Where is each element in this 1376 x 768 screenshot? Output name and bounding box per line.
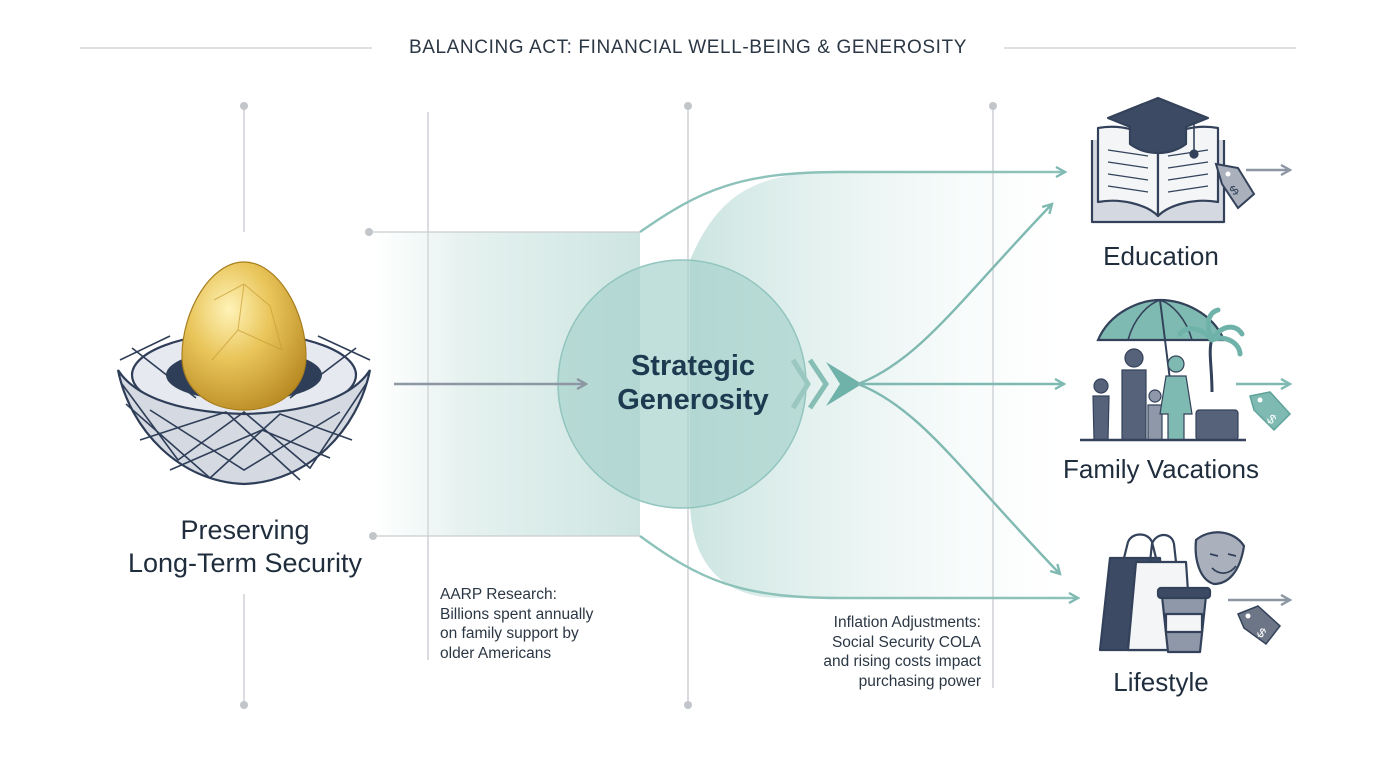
shopping-coffee-theater-icon xyxy=(1098,531,1246,654)
golden-egg-nest-icon xyxy=(116,261,372,486)
aarp-note-line-3: on family support by xyxy=(440,625,579,642)
center-label-line-1: Strategic xyxy=(630,350,756,382)
aarp-note-line-2: Billions spent annually xyxy=(440,605,594,623)
arrow-to-education xyxy=(639,172,1065,233)
chevrons-icon xyxy=(790,358,862,410)
aarp-note-line-1: AARP Research: xyxy=(440,586,557,603)
left-label-line-2: Long-Term Security xyxy=(127,548,363,578)
inflation-note-line-3: and rising costs impact xyxy=(823,653,981,670)
center-node-label: Strategic Generosity xyxy=(568,349,818,417)
inflation-note-line-1: Inflation Adjustments: xyxy=(833,614,981,631)
branch-lifestyle xyxy=(857,382,1060,574)
branch-education xyxy=(857,204,1052,386)
outcome-label-lifestyle: Lifestyle xyxy=(1113,667,1209,697)
price-tag-icon: $ xyxy=(1214,162,1256,210)
left-label-line-1: Preserving xyxy=(180,515,310,545)
inflation-note-line-2: Social Security COLA xyxy=(831,633,981,651)
price-tag-icon: $ xyxy=(1237,605,1282,646)
inflation-note: Inflation Adjustments: Social Security C… xyxy=(760,613,981,691)
family-beach-icon xyxy=(1080,298,1246,442)
center-label-line-2: Generosity xyxy=(617,384,769,416)
page-title: BALANCING ACT: FINANCIAL WELL-BEING & GE… xyxy=(408,37,968,58)
outcome-label-education: Education xyxy=(1103,241,1219,271)
aarp-note: AARP Research: Billions spent annually o… xyxy=(440,585,593,663)
golden-egg xyxy=(181,261,307,411)
outcome-label-vacations: Family Vacations xyxy=(1062,454,1260,484)
left-node-label: Preserving Long-Term Security xyxy=(90,514,400,580)
price-tag-icon: $ xyxy=(1249,391,1292,432)
inflation-note-line-4: purchasing power xyxy=(858,672,981,690)
arrow-to-lifestyle xyxy=(639,535,1078,598)
graduation-book-icon xyxy=(1090,96,1226,224)
guide-dots xyxy=(240,102,997,709)
aarp-note-line-4: older Americans xyxy=(440,644,552,662)
